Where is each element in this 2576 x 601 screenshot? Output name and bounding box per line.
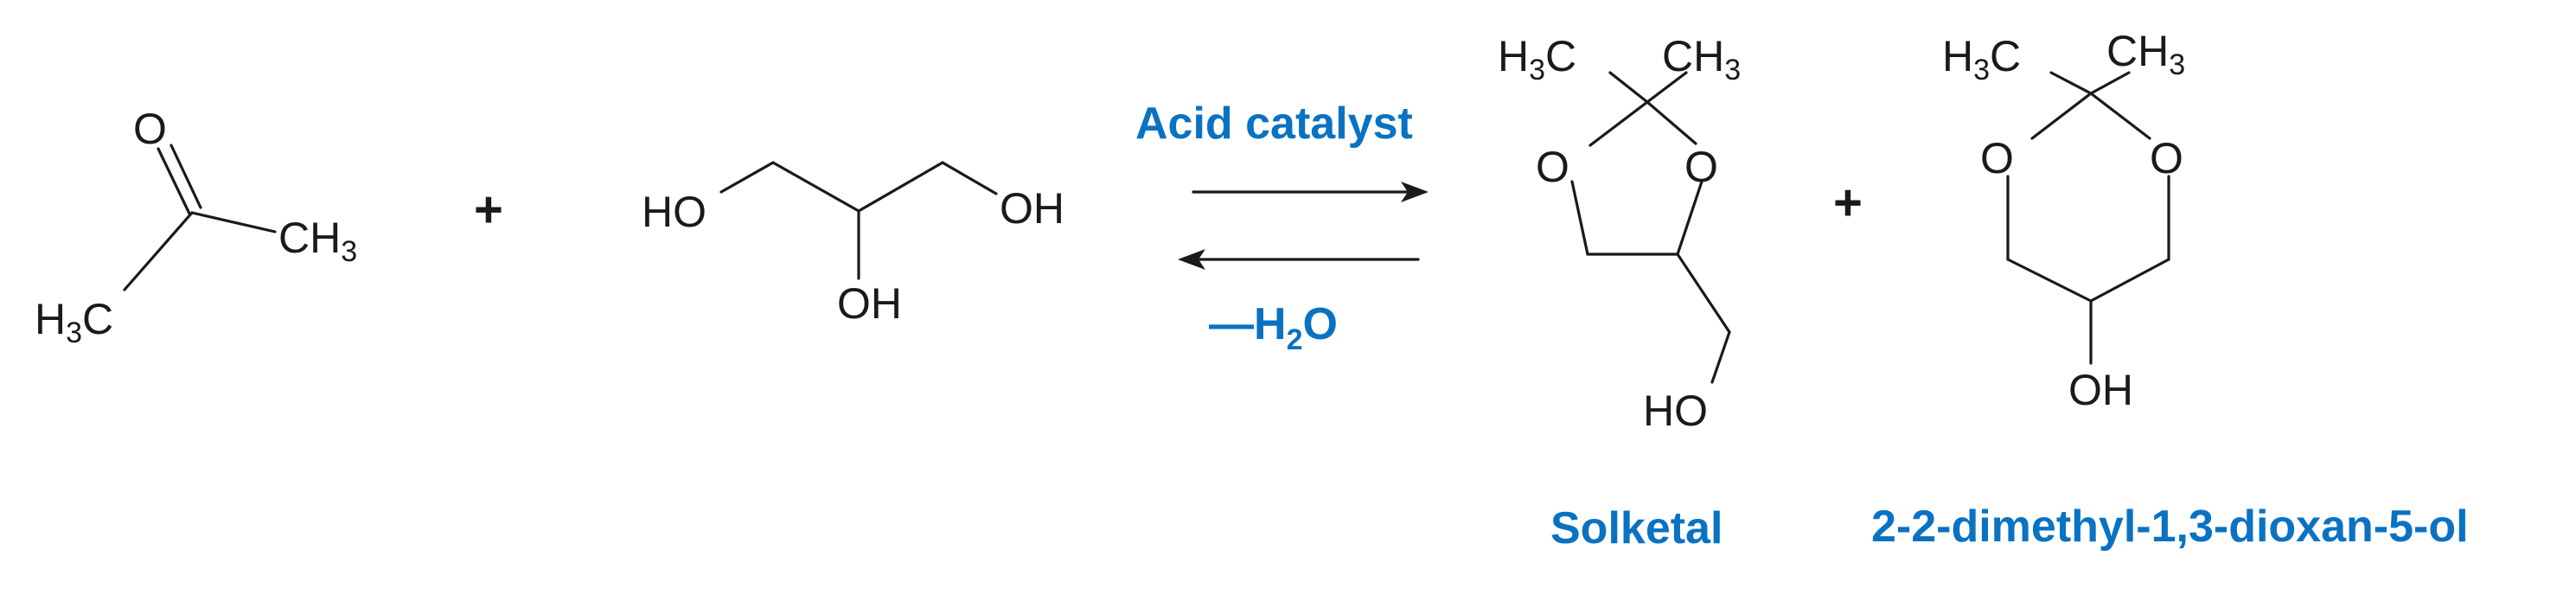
dioxanol-methyl-bond-left (2049, 71, 2093, 95)
solketal-ring-bond-3 (1570, 180, 1589, 256)
solketal-oxygen-left: O (1536, 143, 1569, 191)
glycerol-bond-3 (857, 161, 944, 213)
solketal-structure: H3C CH3 O O HO (1498, 32, 1741, 435)
dioxanol-ring-bond-5 (2089, 258, 2170, 303)
water-removal-label: —H2O (1209, 299, 1338, 356)
dioxanol-ring-bond-4 (2006, 258, 2093, 303)
dioxanol-ring-bond-1 (2030, 92, 2093, 140)
glycerol-hydroxyl-middle: OH (837, 279, 902, 328)
dioxanol-hydroxyl: OH (2068, 366, 2133, 414)
solketal-ring-bond-1 (1588, 100, 1649, 147)
catalyst-label: Acid catalyst (1135, 99, 1413, 149)
dioxanol-methyl-left: H3C (1942, 32, 2021, 86)
reverse-arrowhead (1178, 249, 1205, 270)
dioxanol-name-label: 2-2-dimethyl-1,3-dioxan-5-ol (1871, 502, 2469, 552)
glycerol-hydroxyl-right: OH (1000, 184, 1064, 233)
solketal-name-label: Solketal (1550, 503, 1723, 553)
solketal-methyl-right: CH3 (1662, 32, 1741, 86)
acetone-bond-ch3-right (190, 211, 277, 233)
acetone-structure: O CH3 H3C (35, 105, 357, 349)
acetone-carbonyl-bond-1 (157, 147, 191, 215)
glycerol-bond-2 (771, 161, 860, 213)
dioxanol-oxygen-right: O (2150, 134, 2183, 182)
solketal-methyl-bond-left (1608, 71, 1649, 104)
dioxanol-oxygen-left: O (1980, 134, 2014, 182)
glycerol-hydroxyl-left: HO (642, 188, 706, 236)
plus-sign-products: + (1833, 175, 1863, 231)
glycerol-bond-4 (941, 161, 998, 195)
acetone-carbonyl-bond-2 (169, 144, 202, 209)
glycerol-bond-1 (719, 161, 775, 194)
dioxanol-methyl-right: CH3 (2106, 27, 2185, 81)
equilibrium-arrows: Acid catalyst —H2O (1135, 99, 1429, 356)
dioxanol-methyl-bond-right (2089, 71, 2131, 95)
solketal-side-bond-2 (1710, 330, 1731, 384)
acetone-oxygen: O (133, 105, 167, 153)
forward-arrowhead (1401, 182, 1429, 202)
solketal-hydroxyl: HO (1643, 387, 1708, 435)
solketal-side-bond-1 (1676, 253, 1731, 334)
solketal-ring-bond-2 (1646, 100, 1697, 145)
dioxanol-structure: H3C CH3 O O OH (1942, 27, 2185, 414)
solketal-ring-bond-5 (1676, 180, 1703, 256)
solketal-oxygen-right: O (1684, 143, 1718, 191)
plus-sign-reactants: + (474, 182, 503, 238)
acetone-bond-ch3-left (123, 211, 194, 291)
dioxanol-ring-bond-2 (2089, 92, 2151, 140)
glycerol-structure: HO OH OH (642, 161, 1064, 328)
acetone-methyl-right: CH3 (278, 214, 357, 268)
solketal-methyl-left: H3C (1498, 32, 1576, 86)
acetone-methyl-left: H3C (35, 295, 113, 349)
solketal-methyl-bond-right (1646, 71, 1688, 104)
